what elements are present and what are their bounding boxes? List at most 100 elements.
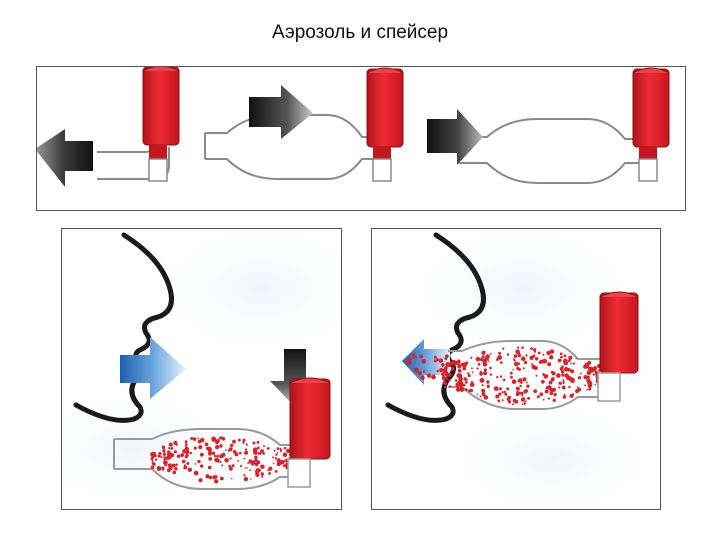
- aerosol-particle: [248, 459, 253, 464]
- aerosol-particle: [238, 438, 241, 442]
- aerosol-particle: [525, 354, 528, 357]
- aerosol-particle: [435, 358, 439, 362]
- aerosol-particle: [567, 359, 571, 362]
- aerosol-particle: [523, 402, 526, 405]
- aerosol-particle: [239, 451, 242, 455]
- aerosol-particle: [219, 444, 223, 448]
- aerosol-particle: [197, 459, 201, 464]
- aerosol-particle: [539, 392, 544, 396]
- aerosol-particle: [523, 389, 528, 394]
- aerosol-particle: [444, 382, 447, 385]
- aerosol-particle: [431, 374, 436, 380]
- aerosol-particle: [260, 449, 264, 453]
- aerosol-particle: [511, 379, 517, 384]
- aerosol-particle: [580, 372, 582, 375]
- panel-inhaler-and-spacers: [36, 66, 686, 211]
- aerosol-particle: [268, 466, 273, 471]
- aerosol-particle: [279, 449, 282, 452]
- aerosol-particle: [561, 365, 564, 368]
- aerosol-particle: [242, 441, 245, 444]
- aerosol-particle: [228, 447, 233, 452]
- aerosol-particle: [150, 465, 155, 469]
- aerosol-particle: [183, 465, 188, 470]
- aerosol-particle: [285, 458, 288, 461]
- aerosol-particle: [274, 470, 278, 473]
- aerosol-particle: [448, 379, 451, 382]
- aerosol-particle: [512, 368, 515, 371]
- aerosol-particle: [508, 397, 511, 399]
- aerosol-particle: [237, 460, 239, 462]
- aerosol-particle: [510, 375, 513, 379]
- aerosol-particle: [216, 454, 220, 458]
- aerosol-particle: [242, 438, 246, 442]
- aerosol-particle: [216, 458, 220, 463]
- inhaler-icon: [597, 291, 639, 402]
- aerosol-particle: [274, 457, 277, 460]
- aerosol-particle: [550, 350, 554, 354]
- aerosol-particle: [542, 398, 545, 401]
- aerosol-particle: [229, 466, 233, 471]
- aerosol-particle: [456, 387, 461, 392]
- aerosol-particle: [182, 450, 186, 453]
- aerosol-particle: [175, 463, 178, 467]
- aerosol-particle: [515, 386, 520, 391]
- aerosol-particle: [231, 477, 233, 480]
- aerosol-particle: [500, 361, 503, 364]
- aerosol-particle: [423, 370, 426, 373]
- aerosol-particle: [486, 380, 490, 384]
- aerosol-particle: [260, 472, 264, 476]
- aerosol-particle: [518, 363, 521, 365]
- aerosol-particle: [506, 387, 510, 391]
- aerosol-particle: [481, 378, 485, 381]
- aerosol-particle: [464, 381, 468, 384]
- aerosol-particle: [572, 362, 575, 365]
- aerosol-particle: [208, 457, 213, 461]
- aerosol-particle: [150, 452, 155, 457]
- aerosol-particle: [523, 379, 526, 382]
- aerosol-particle: [417, 371, 422, 376]
- aerosol-particle: [249, 469, 252, 472]
- aerosol-particle: [230, 443, 234, 448]
- aerosol-particle: [441, 363, 445, 367]
- aerosol-particle: [221, 464, 224, 467]
- aerosol-particle: [218, 437, 221, 440]
- aerosol-particle: [467, 374, 471, 378]
- aerosol-particle: [198, 445, 203, 450]
- inhaler-icon: [366, 67, 404, 182]
- aerosol-particle: [586, 364, 590, 369]
- aerosol-particle: [466, 379, 468, 381]
- aerosol-particle: [158, 452, 162, 456]
- aerosol-particle: [459, 383, 463, 388]
- aerosol-particle: [498, 392, 502, 396]
- aerosol-particle: [471, 371, 474, 374]
- aerosol-particle: [569, 393, 574, 398]
- aerosol-particle: [589, 368, 594, 373]
- aerosol-particle: [279, 459, 285, 465]
- aerosol-particle: [244, 467, 246, 469]
- aerosol-particle: [526, 381, 528, 384]
- aerosol-particle: [489, 366, 492, 370]
- spacer-icon: [113, 428, 290, 490]
- aerosol-particle: [548, 380, 553, 385]
- aerosol-particle: [411, 353, 416, 358]
- inhaler-icon: [632, 67, 670, 182]
- aerosol-particle: [208, 475, 213, 480]
- aerosol-particle: [527, 396, 531, 400]
- aerosol-particle: [489, 352, 492, 355]
- aerosol-particle: [426, 373, 432, 378]
- panel-bl-illustration: [62, 229, 341, 509]
- aerosol-particle: [514, 361, 519, 367]
- aerosol-particle: [489, 373, 493, 376]
- aerosol-particle: [518, 368, 521, 371]
- panel-br-illustration: [385, 229, 660, 509]
- aerosol-particle: [171, 453, 174, 456]
- aerosol-particle: [211, 451, 216, 455]
- aerosol-particle: [206, 446, 210, 451]
- aerosol-particle: [257, 446, 260, 450]
- panel-actuation-into-spacer: [61, 228, 342, 510]
- aerosol-particle: [163, 460, 168, 465]
- aerosol-particle: [421, 359, 426, 364]
- aerosol-particle: [192, 437, 197, 441]
- aerosol-particle: [165, 456, 169, 460]
- aerosol-particle: [562, 379, 565, 382]
